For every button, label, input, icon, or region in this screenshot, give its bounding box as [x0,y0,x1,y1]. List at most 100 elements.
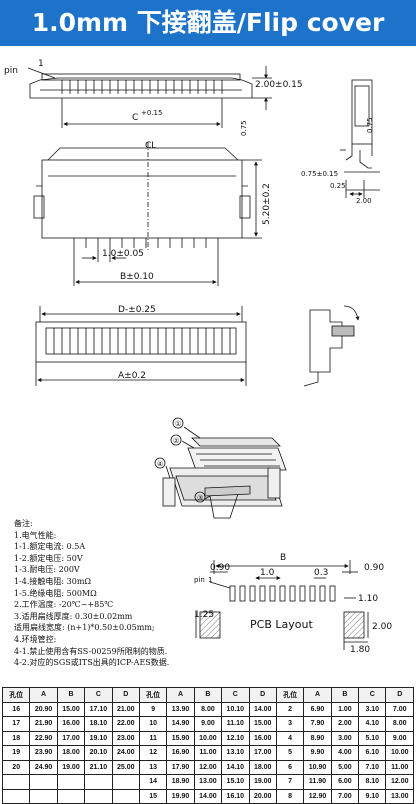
table-cell: 7.00 [385,701,414,717]
front-dim-075: 0.75 [240,120,248,136]
note-line: 3.适用扁线厚度: 0.30±0.02mm [14,611,133,621]
pcb-dim-090-left: 0.90 [210,563,230,573]
table-cell [111,788,140,804]
note-line: 1-1.额定电流: 0.5A [14,542,86,552]
note-line: 适用扁线宽度: (n+1)*0.50±0.05mm; [14,623,155,633]
table-cell: 6 [275,759,305,775]
side-dim-200: 2.00 [356,197,372,205]
table-cell: 8.00 [193,701,223,717]
table-cell: 10.00 [193,730,223,746]
table-cell: 13.00 [385,788,414,804]
table-cell: 14.00 [193,788,223,804]
table-cell: 14 [138,774,168,790]
pcb-dim-180: 1.80 [350,645,370,655]
table-header-cell: B [193,687,223,703]
table-cell: 4 [275,730,305,746]
table-cell: 16 [1,701,31,717]
table-cell [84,774,113,790]
table-header-cell: B [330,687,360,703]
table-header-cell: C [221,687,250,703]
table-cell: 21.10 [84,759,113,775]
table-cell: 16.00 [248,730,277,746]
table-cell: 18 [1,730,31,746]
table-cell: 9.90 [303,745,332,761]
note-line: 1-2.额定电压: 50V [14,553,83,563]
table-cell: 15.00 [248,716,277,732]
table-cell: 3.10 [358,701,387,717]
table-cell: 24.00 [111,745,140,761]
bottom-view [35,306,247,386]
table-header-cell: 孔位 [138,687,168,703]
table-cell: 10.00 [385,745,414,761]
table-cell: 11.90 [303,774,332,790]
table-cell: 17.00 [248,745,277,761]
table-cell: 14.00 [248,701,277,717]
table-cell: 7.90 [303,716,332,732]
side-dim-075: 0.75 [366,117,374,133]
front-view [33,142,262,286]
note-line: 4.环境管控: [14,634,57,644]
table-cell: 19 [1,745,31,761]
table-cell: 9.10 [358,788,387,804]
table-cell: 8.10 [358,774,387,790]
table-cell [84,788,113,804]
table-cell: 20.90 [29,701,58,717]
table-cell: 23.00 [111,730,140,746]
table-cell: 12 [138,745,168,761]
table-cell: 17 [1,716,31,732]
table-cell [56,774,86,790]
table-cell: 12.00 [193,759,223,775]
table-cell: 2 [275,701,305,717]
table-cell: 12.00 [385,774,414,790]
table-cell: 12.90 [303,788,332,804]
table-cell: 22.90 [29,730,58,746]
front-dim-pitch: 1.0±0.05 [102,249,144,259]
table-cell [56,788,86,804]
table-cell: 3.00 [330,730,360,746]
table-cell: 18.90 [166,774,195,790]
table-cell: 11.00 [385,759,414,775]
table-cell [1,774,31,790]
table-cell: 19.90 [166,788,195,804]
exploded-label-4: ④ [157,460,163,468]
table-cell [29,774,58,790]
table-header-cell: D [111,687,140,703]
notes-block: 备注: 1.电气性能: 1-1.额定电流: 0.5A 1-2.额定电压: 50V… [14,518,254,669]
note-line: 2.工作温度: -20℃~+85℃ [14,600,114,610]
table-cell: 16.00 [56,716,86,732]
table-cell: 17.00 [56,730,86,746]
pcb-dim-200: 2.00 [372,622,392,632]
table-cell: 20 [1,759,31,775]
pcb-dim-pitch: 1.0 [260,568,275,578]
side-dim-075-tol: 0.75±0.15 [301,170,338,178]
side-dim-025: 0.25 [330,182,346,190]
top-dim-c: C [132,113,138,123]
table-cell: 19.10 [84,730,113,746]
table-header-cell: D [385,687,414,703]
top-pin-label: pin [4,66,18,76]
pcb-layout [195,560,369,650]
table-cell: 16.10 [221,788,250,804]
table-cell: 13 [138,759,168,775]
table-cell: 20.10 [84,745,113,761]
table-header-cell: 孔位 [275,687,305,703]
table-cell: 19.00 [56,759,86,775]
table-cell: 11.00 [193,745,223,761]
table-cell: 9.00 [193,716,223,732]
note-line: 1-5.绝缘电阻: 500MΩ [14,588,97,598]
table-cell: 6.00 [330,774,360,790]
table-cell: 21.00 [111,701,140,717]
pcb-dim-090-right: 0.90 [364,563,384,573]
table-cell: 10.90 [303,759,332,775]
pcb-layout-label: PCB Layout [250,618,313,631]
table-header-cell: A [303,687,332,703]
pcb-pin-number: 1 [208,576,212,584]
table-cell: 19.00 [248,774,277,790]
table-cell: 6.90 [303,701,332,717]
table-cell: 11 [138,730,168,746]
top-pin-number: 1 [38,59,44,69]
table-header-cell: 孔位 [1,687,31,703]
top-dim-c-tol: +0.15 [141,109,162,117]
